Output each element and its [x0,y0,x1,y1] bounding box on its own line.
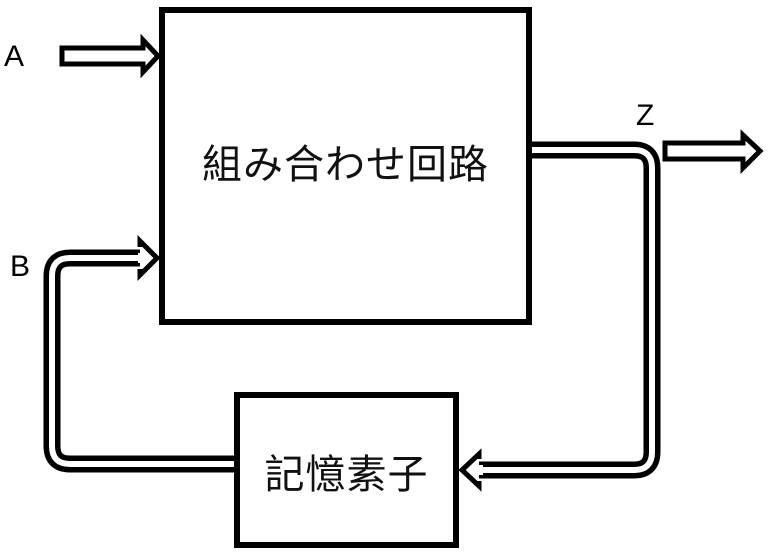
combinational-circuit-label: 組み合わせ回路 [202,142,489,188]
feedback-path-b [43,234,236,473]
arrow-a-to-circuit [59,33,162,79]
feedback-line-inner [49,255,236,467]
memory-input-arrowhead [458,448,482,492]
signal-label-z: Z [636,99,655,132]
signal-label-b: B [10,250,31,283]
combinational-circuit-box: 組み合わせ回路 [159,7,532,325]
feedback-arrowhead [137,234,161,282]
arrow-z-output [662,129,764,175]
output-to-memory-path [458,141,661,492]
memory-element-box: 記憶素子 [234,392,459,548]
arrow-a-shape [59,33,162,79]
output-line-inner [478,147,655,473]
memory-element-label: 記憶素子 [264,452,429,498]
signal-label-a: A [4,40,25,73]
arrow-z-shape [662,129,764,175]
